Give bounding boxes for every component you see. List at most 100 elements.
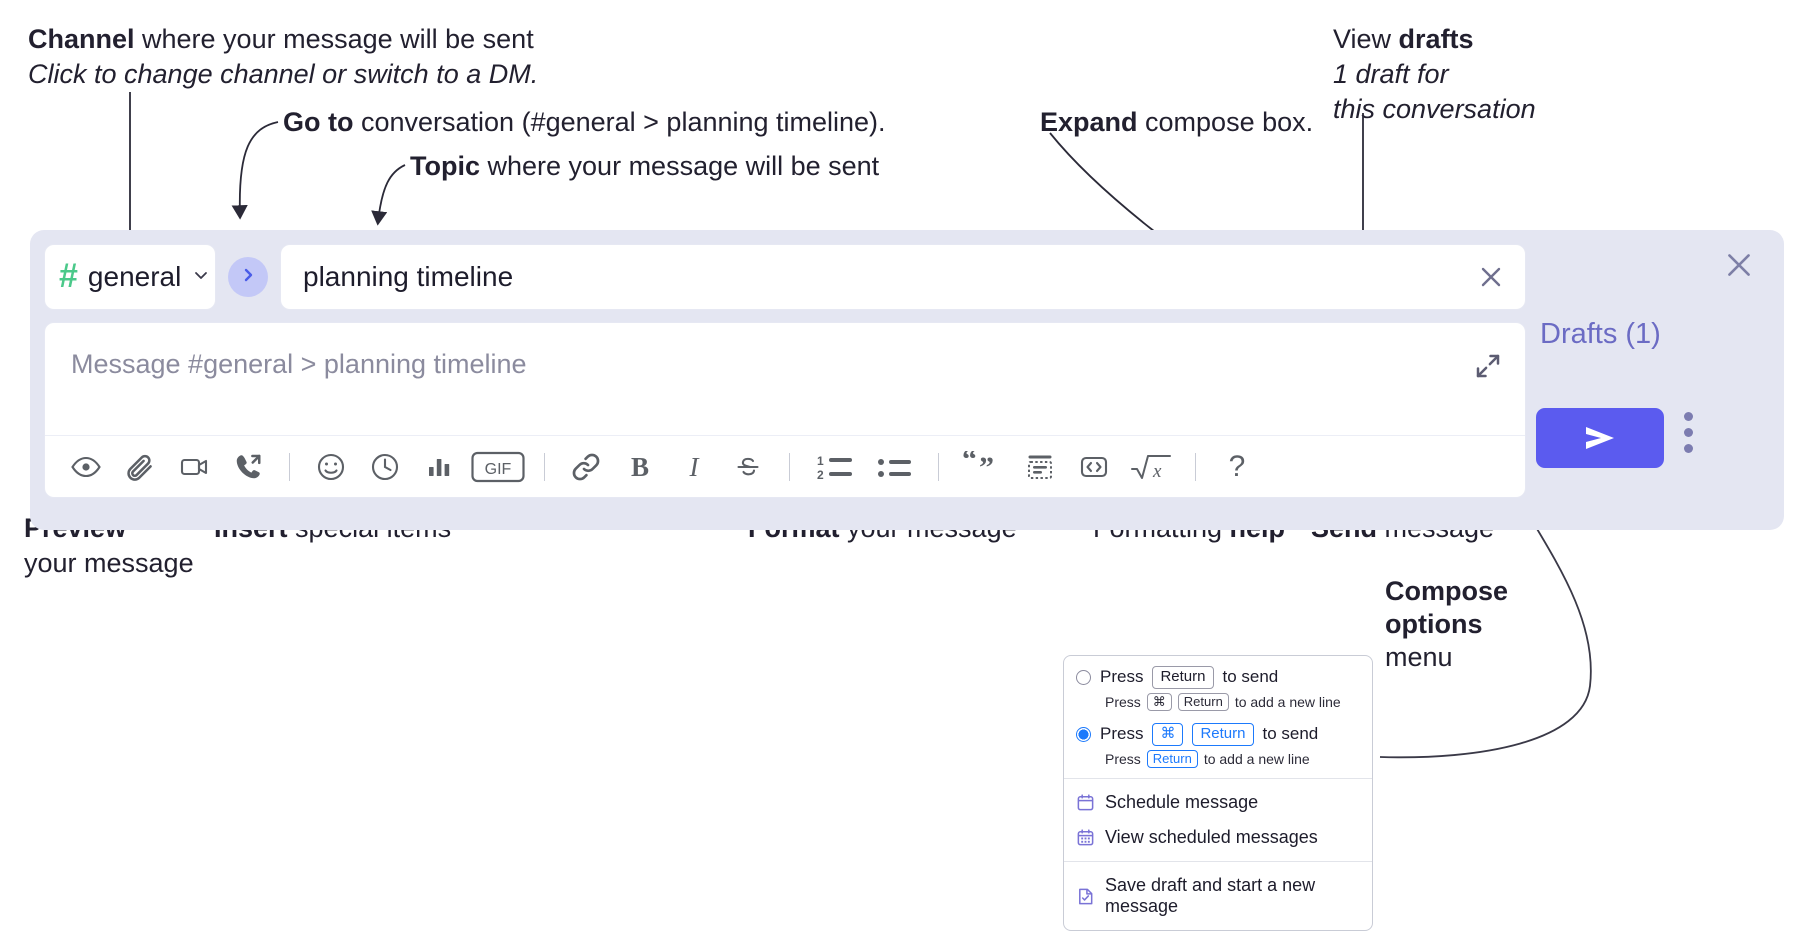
menu-divider xyxy=(1064,778,1372,779)
opt2-key2: Return xyxy=(1192,723,1254,746)
menu-item-save-draft[interactable]: Save draft and start a new message xyxy=(1064,868,1372,924)
composer-main-column: # general planning timeline xyxy=(44,244,1526,498)
message-composer: # general planning timeline xyxy=(30,230,1784,530)
menu-option-return-subtext: Press ⌘ Return to add a new line xyxy=(1105,692,1360,711)
compose-options-menu-button[interactable] xyxy=(1684,412,1693,453)
code-block-icon[interactable] xyxy=(1013,443,1067,491)
annotation-topic: Topic where your message will be sent xyxy=(410,149,879,184)
toolbar-divider xyxy=(1195,452,1196,481)
gif-icon[interactable]: GIF xyxy=(466,443,530,491)
message-input-area[interactable]: Message #general > planning timeline xyxy=(44,322,1526,498)
bold-icon[interactable]: B xyxy=(613,443,667,491)
emoji-icon[interactable] xyxy=(304,443,358,491)
toolbar-divider xyxy=(938,452,939,481)
channel-selector[interactable]: # general xyxy=(44,244,216,310)
annotation-compose-options-bold2: options xyxy=(1385,608,1483,639)
bold-label: B xyxy=(631,452,649,482)
annotation-compose-options: Compose options menu xyxy=(1385,575,1508,674)
blockquote-icon[interactable]: “” xyxy=(953,443,1013,491)
annotation-compose-options-bold1: Compose xyxy=(1385,576,1509,606)
send-icon xyxy=(1586,427,1614,449)
italic-label: I xyxy=(689,452,701,482)
svg-text:x: x xyxy=(1152,461,1162,482)
expand-icon xyxy=(1476,354,1500,378)
calendar-icon xyxy=(1076,793,1095,812)
compose-options-menu: Press Return to send Press ⌘ Return to a… xyxy=(1063,655,1373,931)
close-icon[interactable] xyxy=(1475,261,1507,293)
close-composer-button[interactable] xyxy=(1722,248,1756,287)
strikethrough-icon[interactable] xyxy=(721,443,775,491)
menu-schedule-group: Schedule message View scheduled messages xyxy=(1064,779,1372,861)
svg-text:1: 1 xyxy=(817,454,824,468)
send-message-button[interactable] xyxy=(1536,408,1664,468)
send-shortcut-options: Press Return to send Press ⌘ Return to a… xyxy=(1064,656,1372,778)
menu-item-schedule-message[interactable]: Schedule message xyxy=(1064,785,1372,820)
annotation-drafts: View drafts 1 draft for this conversatio… xyxy=(1333,22,1536,127)
math-icon[interactable]: x xyxy=(1121,443,1181,491)
annotation-channel-bold: Channel xyxy=(28,24,135,54)
annotation-topic-bold: Topic xyxy=(410,151,480,181)
annotation-expand-rest: compose box. xyxy=(1137,107,1314,137)
menu-option-return-to-send[interactable]: Press Return to send xyxy=(1076,666,1360,689)
annotation-compose-options-rest: menu xyxy=(1385,641,1453,672)
annotation-topic-rest: where your message will be sent xyxy=(480,151,880,181)
annotation-preview-line2: your message xyxy=(24,548,194,579)
annotation-drafts-pre: View xyxy=(1333,24,1399,54)
leader-topic xyxy=(371,164,406,226)
opt2-sub-pre: Press xyxy=(1105,750,1141,767)
video-icon[interactable] xyxy=(167,443,221,491)
annotation-channel-rest: where your message will be sent xyxy=(134,24,534,54)
svg-text:“: “ xyxy=(962,451,977,476)
chevron-down-icon xyxy=(191,265,211,290)
topic-input[interactable]: planning timeline xyxy=(280,244,1526,310)
opt2-sub-post: to add a new line xyxy=(1203,750,1310,767)
radio-unselected-icon[interactable] xyxy=(1076,669,1091,685)
toolbar-divider xyxy=(544,452,545,481)
drafts-link[interactable]: Drafts (1) xyxy=(1540,318,1661,350)
menu-option-cmd-return-subtext: Press Return to add a new line xyxy=(1105,749,1360,768)
go-to-conversation-button[interactable] xyxy=(228,257,268,297)
preview-eye-icon[interactable] xyxy=(59,443,113,491)
annotation-drafts-italic1: 1 draft for xyxy=(1333,59,1449,90)
opt1-post: to send xyxy=(1222,667,1279,687)
toolbar-divider xyxy=(289,452,290,481)
menu-item-label: Schedule message xyxy=(1105,792,1259,812)
help-label: ? xyxy=(1228,449,1246,483)
code-icon[interactable] xyxy=(1067,443,1121,491)
help-icon[interactable]: ? xyxy=(1210,443,1264,491)
expand-compose-box-button[interactable] xyxy=(1473,351,1503,386)
formatting-toolbar: GIF B I xyxy=(45,435,1525,497)
link-icon[interactable] xyxy=(559,443,613,491)
annotation-goto-rest: conversation (#general > planning timeli… xyxy=(353,107,886,137)
kebab-dot xyxy=(1684,444,1693,453)
opt2-post: to send xyxy=(1262,724,1319,744)
call-icon[interactable] xyxy=(221,443,275,491)
bulleted-list-icon[interactable] xyxy=(866,443,924,491)
menu-draft-group: Save draft and start a new message xyxy=(1064,862,1372,930)
annotation-expand-bold: Expand xyxy=(1040,107,1138,137)
italic-icon[interactable]: I xyxy=(667,443,721,491)
opt1-key: Return xyxy=(1152,666,1214,689)
menu-option-cmd-return-to-send[interactable]: Press ⌘ Return to send xyxy=(1076,723,1360,746)
close-icon xyxy=(1728,254,1750,276)
opt1-sub-post: to add a new line xyxy=(1234,693,1341,710)
clock-icon[interactable] xyxy=(358,443,412,491)
opt2-key1: ⌘ xyxy=(1152,723,1184,746)
attachment-icon[interactable] xyxy=(113,443,167,491)
opt2-sub-key: Return xyxy=(1146,749,1198,768)
menu-item-label: View scheduled messages xyxy=(1105,827,1318,847)
composer-header-row: # general planning timeline xyxy=(44,244,1526,310)
opt1-sub-key1: ⌘ xyxy=(1146,692,1172,711)
svg-text:2: 2 xyxy=(817,468,824,482)
menu-item-label: Save draft and start a new message xyxy=(1105,875,1316,916)
kebab-dot xyxy=(1684,412,1693,421)
annotation-expand: Expand compose box. xyxy=(1040,105,1313,140)
radio-selected-icon[interactable] xyxy=(1076,726,1091,742)
toolbar-divider xyxy=(789,452,790,481)
menu-item-view-scheduled-messages[interactable]: View scheduled messages xyxy=(1064,820,1372,855)
leader-goto xyxy=(231,121,279,220)
topic-value: planning timeline xyxy=(303,261,514,292)
poll-icon[interactable] xyxy=(412,443,466,491)
document-check-icon xyxy=(1076,887,1095,906)
